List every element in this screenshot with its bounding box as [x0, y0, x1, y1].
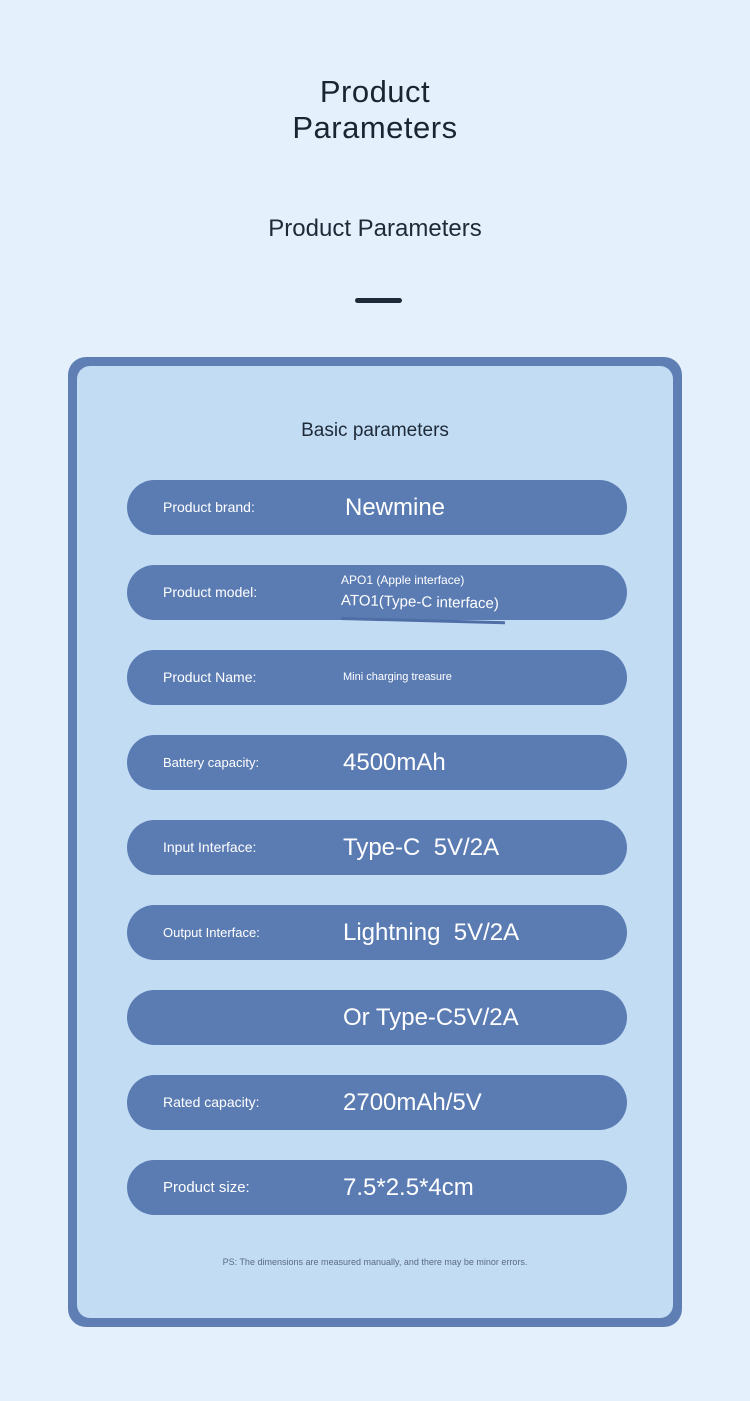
model-underline-stroke: [340, 617, 505, 625]
param-value-output-interface-alt: Or Type-C5V/2A: [343, 1004, 519, 1031]
param-label-output-interface: Output Interface:: [163, 925, 260, 940]
page-title: Product Parameters: [0, 74, 750, 146]
param-row-brand: Product brand: Newmine: [127, 480, 627, 535]
param-row-model: Product model: APO1 (Apple interface) AT…: [127, 565, 627, 625]
param-value-size: 7.5*2.5*4cm: [343, 1174, 474, 1201]
param-label-model: Product model:: [163, 584, 258, 600]
param-label-output-interface-alt: [163, 990, 333, 1045]
param-value-model: APO1 (Apple interface) ATO1(Type-C inter…: [341, 571, 499, 613]
param-row-output-interface: Output Interface: Lightning 5V/2A: [127, 905, 627, 960]
param-row-rated-capacity: Rated capacity: 2700mAh/5V: [127, 1075, 627, 1130]
param-label-input-interface: Input Interface:: [163, 839, 257, 855]
param-row-battery-capacity: Battery capacity: 4500mAh: [127, 735, 627, 790]
param-label-battery-capacity: Battery capacity:: [163, 755, 260, 770]
param-value-model-type-c: ATO1(Type-C interface): [340, 592, 499, 613]
parameters-panel-inner: Basic parameters Product brand: Newmine …: [77, 366, 673, 1318]
param-row-name: Product Name: Mini charging treasure: [127, 650, 627, 705]
param-value-input-interface: Type-C 5V/2A: [343, 834, 500, 861]
param-row-output-interface-alt: Or Type-C5V/2A: [127, 990, 627, 1045]
param-label-brand: Product brand:: [163, 499, 255, 515]
section-heading: Basic parameters: [301, 420, 449, 441]
title-underline-divider: [355, 298, 402, 303]
param-value-brand: Newmine: [345, 494, 446, 521]
param-label-name: Product Name:: [163, 669, 257, 685]
param-label-rated-capacity: Rated capacity:: [163, 1094, 260, 1110]
param-value-name: Mini charging treasure: [343, 671, 452, 683]
param-label-size: Product size:: [163, 1179, 250, 1196]
footnote: PS: The dimensions are measured manually…: [222, 1257, 528, 1267]
parameters-panel: Basic parameters Product brand: Newmine …: [68, 357, 682, 1327]
param-value-rated-capacity: 2700mAh/5V: [343, 1089, 482, 1116]
param-value-output-interface: Lightning 5V/2A: [343, 919, 520, 946]
param-row-size: Product size: 7.5*2.5*4cm: [127, 1160, 627, 1215]
param-value-battery-capacity: 4500mAh: [343, 749, 446, 776]
page-title-line-1: Product: [319, 74, 431, 109]
param-value-model-apple: APO1 (Apple interface): [341, 573, 465, 587]
param-row-input-interface: Input Interface: Type-C 5V/2A: [127, 820, 627, 875]
page-title-line-2: Parameters: [292, 110, 458, 145]
page-subtitle: Product Parameters: [268, 215, 482, 242]
